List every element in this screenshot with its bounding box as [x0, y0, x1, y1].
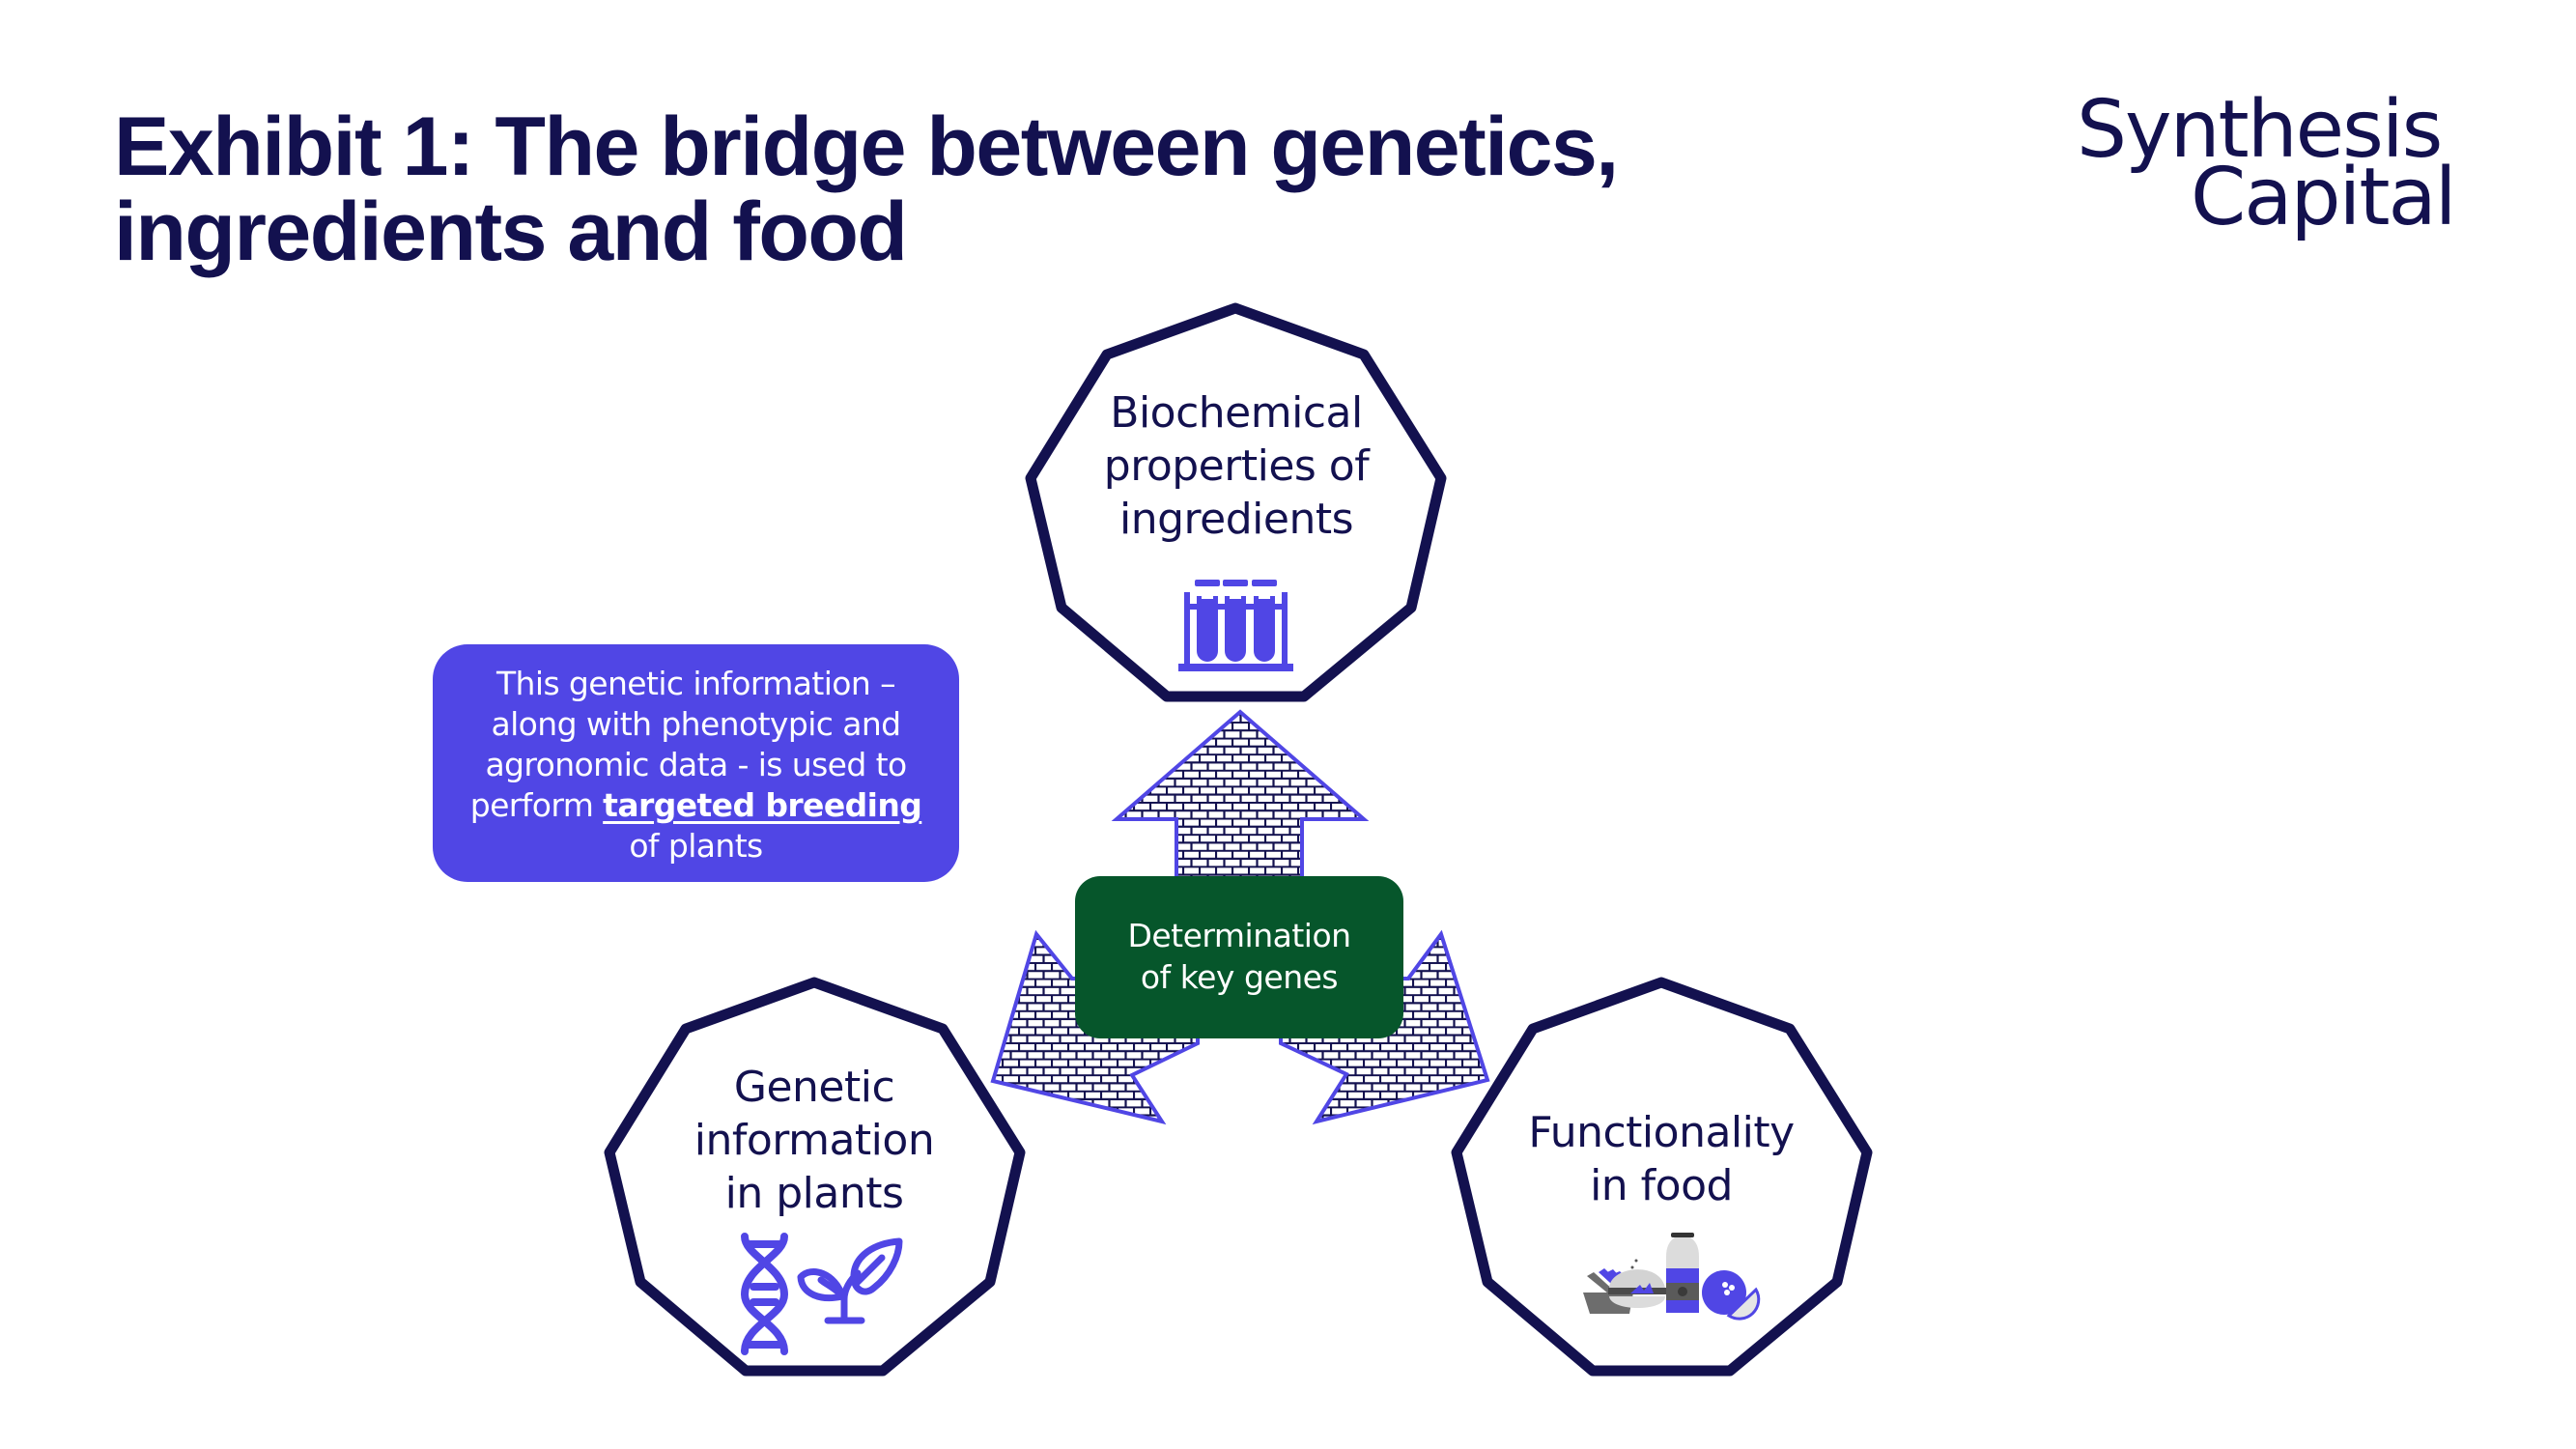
- node-label-line: properties of: [1103, 441, 1370, 491]
- center-box-determination-of-key-genes: Determination of key genes: [1075, 876, 1403, 1038]
- node-label-line: Genetic: [733, 1063, 895, 1112]
- test-tubes-icon: [1178, 580, 1293, 671]
- heptagon-functionality-in-food: [1451, 977, 1873, 1377]
- callout-targeted-breeding: This genetic information – along with ph…: [433, 644, 959, 882]
- node-label-line: in plants: [724, 1169, 904, 1218]
- node-label-biochemical: Biochemical properties of ingredients: [1062, 386, 1410, 546]
- node-label-line: information: [694, 1116, 935, 1165]
- heptagon-genetic-information: [604, 977, 1026, 1377]
- sprout-icon: [797, 1237, 903, 1324]
- node-label-line: Functionality: [1528, 1108, 1795, 1157]
- callout-line-4: perform targeted breeding: [433, 785, 959, 826]
- dna-icon: [740, 1233, 789, 1355]
- title-line-1: Exhibit 1: The bridge between genetics,: [114, 100, 1619, 193]
- logo-line-1: Synthesis: [2077, 84, 2443, 176]
- heptagon-biochemical-properties: [1025, 302, 1447, 702]
- callout-emphasis-targeted-breeding: targeted breeding: [603, 786, 922, 824]
- synthesis-capital-logo: Synthesis Capital: [2077, 89, 2502, 263]
- exhibit-title: Exhibit 1: The bridge between genetics, …: [114, 100, 1619, 278]
- callout-line-4-prefix: perform: [469, 786, 604, 824]
- logo-line-2: Capital: [2191, 152, 2457, 243]
- callout-line-3: agronomic data - is used to: [485, 746, 907, 783]
- arrow-up-to-biochemical: [1111, 709, 1370, 900]
- node-label-line: in food: [1590, 1161, 1733, 1210]
- title-line-2: ingredients and food: [114, 185, 908, 278]
- node-label-line: Biochemical: [1110, 388, 1363, 438]
- node-label-line: ingredients: [1118, 495, 1354, 544]
- center-box-line: of key genes: [1140, 958, 1339, 996]
- callout-line-1: This genetic information –: [496, 665, 896, 702]
- node-label-functionality: Functionality in food: [1487, 1106, 1835, 1212]
- callout-line-2: along with phenotypic and: [491, 705, 901, 743]
- food-items-icon: [1583, 1233, 1761, 1321]
- center-box-line: Determination: [1127, 917, 1351, 954]
- node-label-genetic: Genetic information in plants: [640, 1061, 988, 1220]
- callout-line-5: of plants: [629, 827, 763, 865]
